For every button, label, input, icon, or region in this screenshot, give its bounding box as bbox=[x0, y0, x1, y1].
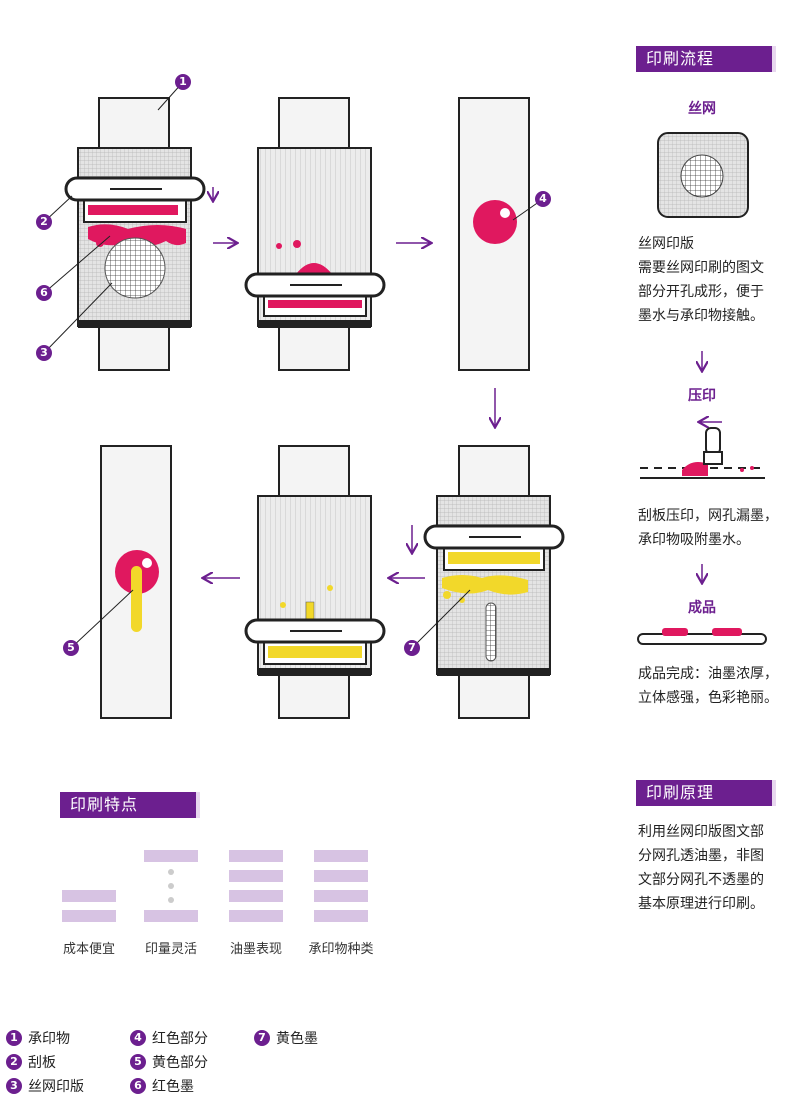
features-chart bbox=[62, 850, 368, 922]
panel-5 bbox=[244, 445, 386, 719]
screen-icon bbox=[657, 132, 749, 218]
feature-label-cost: 成本便宜 bbox=[62, 942, 115, 957]
legend-label: 承印物 bbox=[28, 1031, 70, 1047]
step2-text: 刮板压印，网孔漏墨， 承印物吸附墨水。 bbox=[638, 508, 778, 548]
legend-item-6: 6 红色墨 bbox=[130, 1076, 194, 1096]
step3-text: 成品完成：油墨浓厚， 立体感强，色彩艳丽。 bbox=[638, 666, 778, 706]
legend-item-5: 5 黄色部分 bbox=[130, 1052, 208, 1072]
features-header: 印刷特点 bbox=[60, 792, 200, 818]
callout-3: 3 bbox=[36, 345, 52, 361]
callout-7: 7 bbox=[404, 640, 420, 656]
callout-2: 2 bbox=[36, 214, 52, 230]
panel-4 bbox=[412, 445, 565, 719]
callout-lines bbox=[43, 81, 544, 649]
feature-label-substrate: 承印物种类 bbox=[308, 942, 374, 957]
legend-item-4: 4 红色部分 bbox=[130, 1028, 208, 1048]
legend-item-3: 3 丝网印版 bbox=[6, 1076, 84, 1096]
legend-label: 黄色部分 bbox=[152, 1055, 208, 1071]
legend-number: 5 bbox=[130, 1054, 146, 1070]
legend-item-1: 1 承印物 bbox=[6, 1028, 70, 1048]
principle-header: 印刷原理 bbox=[636, 780, 776, 806]
legend-label: 黄色墨 bbox=[276, 1031, 318, 1047]
feature-label-volume: 印量灵活 bbox=[144, 942, 197, 957]
callout-6: 6 bbox=[36, 285, 52, 301]
step1-title: 丝网 bbox=[688, 101, 716, 117]
press-icon bbox=[640, 422, 765, 479]
step2-title: 压印 bbox=[688, 388, 716, 404]
legend-number: 1 bbox=[6, 1030, 22, 1046]
step1-text: 丝网印版 需要丝网印刷的图文 部分开孔成形，便于 墨水与承印物接触。 bbox=[638, 236, 764, 324]
panel-1 bbox=[64, 97, 213, 371]
callout-5: 5 bbox=[63, 640, 79, 656]
legend-number: 4 bbox=[130, 1030, 146, 1046]
callout-4: 4 bbox=[535, 191, 551, 207]
principle-text: 利用丝网印版图文部 分网孔透油墨，非图 文部分网孔不透墨的 基本原理进行印刷。 bbox=[638, 824, 764, 912]
step3-title: 成品 bbox=[688, 600, 716, 616]
legend-number: 2 bbox=[6, 1054, 22, 1070]
callout-1: 1 bbox=[175, 74, 191, 90]
panel-6 bbox=[100, 445, 172, 719]
legend-number: 6 bbox=[130, 1078, 146, 1094]
panel-2 bbox=[244, 97, 386, 371]
legend-number: 7 bbox=[254, 1030, 270, 1046]
process-header: 印刷流程 bbox=[636, 46, 776, 72]
product-icon bbox=[637, 628, 767, 645]
legend-label: 红色部分 bbox=[152, 1031, 208, 1047]
legend-label: 刮板 bbox=[28, 1055, 56, 1071]
legend-item-2: 2 刮板 bbox=[6, 1052, 56, 1072]
feature-label-ink: 油墨表现 bbox=[229, 942, 282, 957]
legend-label: 丝网印版 bbox=[28, 1079, 84, 1095]
legend-item-7: 7 黄色墨 bbox=[254, 1028, 318, 1048]
panel-3 bbox=[458, 97, 530, 371]
legend-number: 3 bbox=[6, 1078, 22, 1094]
legend-label: 红色墨 bbox=[152, 1079, 194, 1095]
